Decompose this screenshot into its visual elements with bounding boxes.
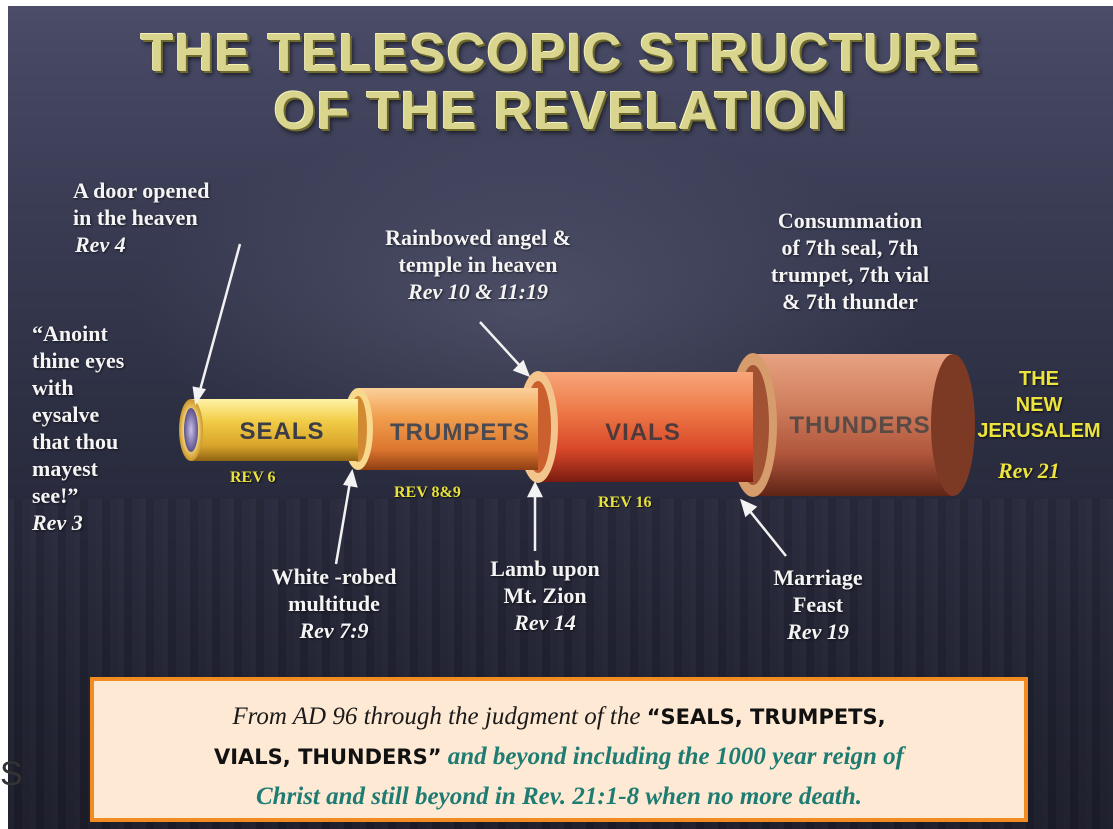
annotation-lamb: Lamb upon Mt. Zion Rev 14 [470,555,620,636]
annotation-consummation: Consummation of 7th seal, 7th trumpet, 7… [730,207,970,315]
rainbow-line-1: Rainbowed angel & [348,224,608,251]
anoint-line-6: mayest [32,455,124,482]
marriage-line-1: Marriage [748,564,888,591]
arrow-white [336,482,350,564]
lamb-line-2: Mt. Zion [470,582,620,609]
annotation-marriage: Marriage Feast Rev 19 [748,564,888,645]
new-jerusalem-line-1: THE [954,366,1113,392]
annotation-white-robed: White -robed multitude Rev 7:9 [234,563,434,644]
door-line-2: in the heaven [73,204,210,231]
white-line-2: multitude [234,590,434,617]
caption-caps-1: “SEALS, TRUMPETS, [647,705,886,729]
rainbow-ref: Rev 10 & 11:19 [348,278,608,305]
rainbow-line-2: temple in heaven [348,251,608,278]
new-jerusalem-label: THE NEW JERUSALEM [954,366,1113,444]
door-ref: Rev 4 [73,231,210,258]
new-jerusalem-line-2: NEW [954,392,1113,418]
arrow-marriage-head [742,501,755,515]
trumpets-label: TRUMPETS [390,419,530,446]
caption-line-1: From AD 96 through the judgment of the “… [94,697,1024,737]
arrow-door [199,244,240,394]
anoint-line-3: with [32,374,124,401]
lamb-line-1: Lamb upon [470,555,620,582]
new-jerusalem-ref: Rev 21 [998,458,1060,484]
white-ref: Rev 7:9 [234,617,434,644]
anoint-line-4: eysalve [32,401,124,428]
anoint-line-5: that thou [32,428,124,455]
caption-line-3: Christ and still beyond in Rev. 21:1-8 w… [94,777,1024,817]
anoint-line-7: see!” [32,482,124,509]
lamb-ref: Rev 14 [470,609,620,636]
arrow-rainbow [480,322,522,368]
marriage-ref: Rev 19 [748,618,888,645]
caption-part-3: Christ and still beyond in Rev. 21:1-8 w… [256,783,862,810]
marriage-line-2: Feast [748,591,888,618]
vials-ref: REV 16 [598,494,652,512]
seals-ref: REV 6 [230,469,276,487]
white-line-1: White -robed [234,563,434,590]
thunders-label: THUNDERS [789,412,930,439]
consummation-line-3: trumpet, 7th vial [730,261,970,288]
consummation-line-2: of 7th seal, 7th [730,234,970,261]
annotation-anoint: “Anoint thine eyes with eysalve that tho… [32,320,124,536]
vials-label: VIALS [605,419,681,446]
arrow-marriage [749,510,786,556]
annotation-rainbow: Rainbowed angel & temple in heaven Rev 1… [348,224,608,305]
caption-box: From AD 96 through the judgment of the “… [90,677,1028,822]
caption-caps-2: VIALS, THUNDERS” [214,745,442,769]
consummation-line-1: Consummation [730,207,970,234]
anoint-ref: Rev 3 [32,509,124,536]
arrow-lamb-head [529,484,541,496]
caption-part-1: From AD 96 through the judgment of the [232,703,646,730]
new-jerusalem-line-3: JERUSALEM [954,418,1113,444]
annotation-door: A door opened in the heaven Rev 4 [73,177,210,258]
arrow-white-head [345,472,356,486]
trumpets-ref: REV 8&9 [394,484,461,502]
stray-character: S [0,755,23,794]
caption-line-2: VIALS, THUNDERS” and beyond including th… [94,737,1024,777]
anoint-line-1: “Anoint [32,320,124,347]
anoint-line-2: thine eyes [32,347,124,374]
consummation-line-4: & 7th thunder [730,288,970,315]
caption-part-2: and beyond including the 1000 year reign… [442,743,905,770]
seals-label: SEALS [239,418,324,445]
door-line-1: A door opened [73,177,210,204]
